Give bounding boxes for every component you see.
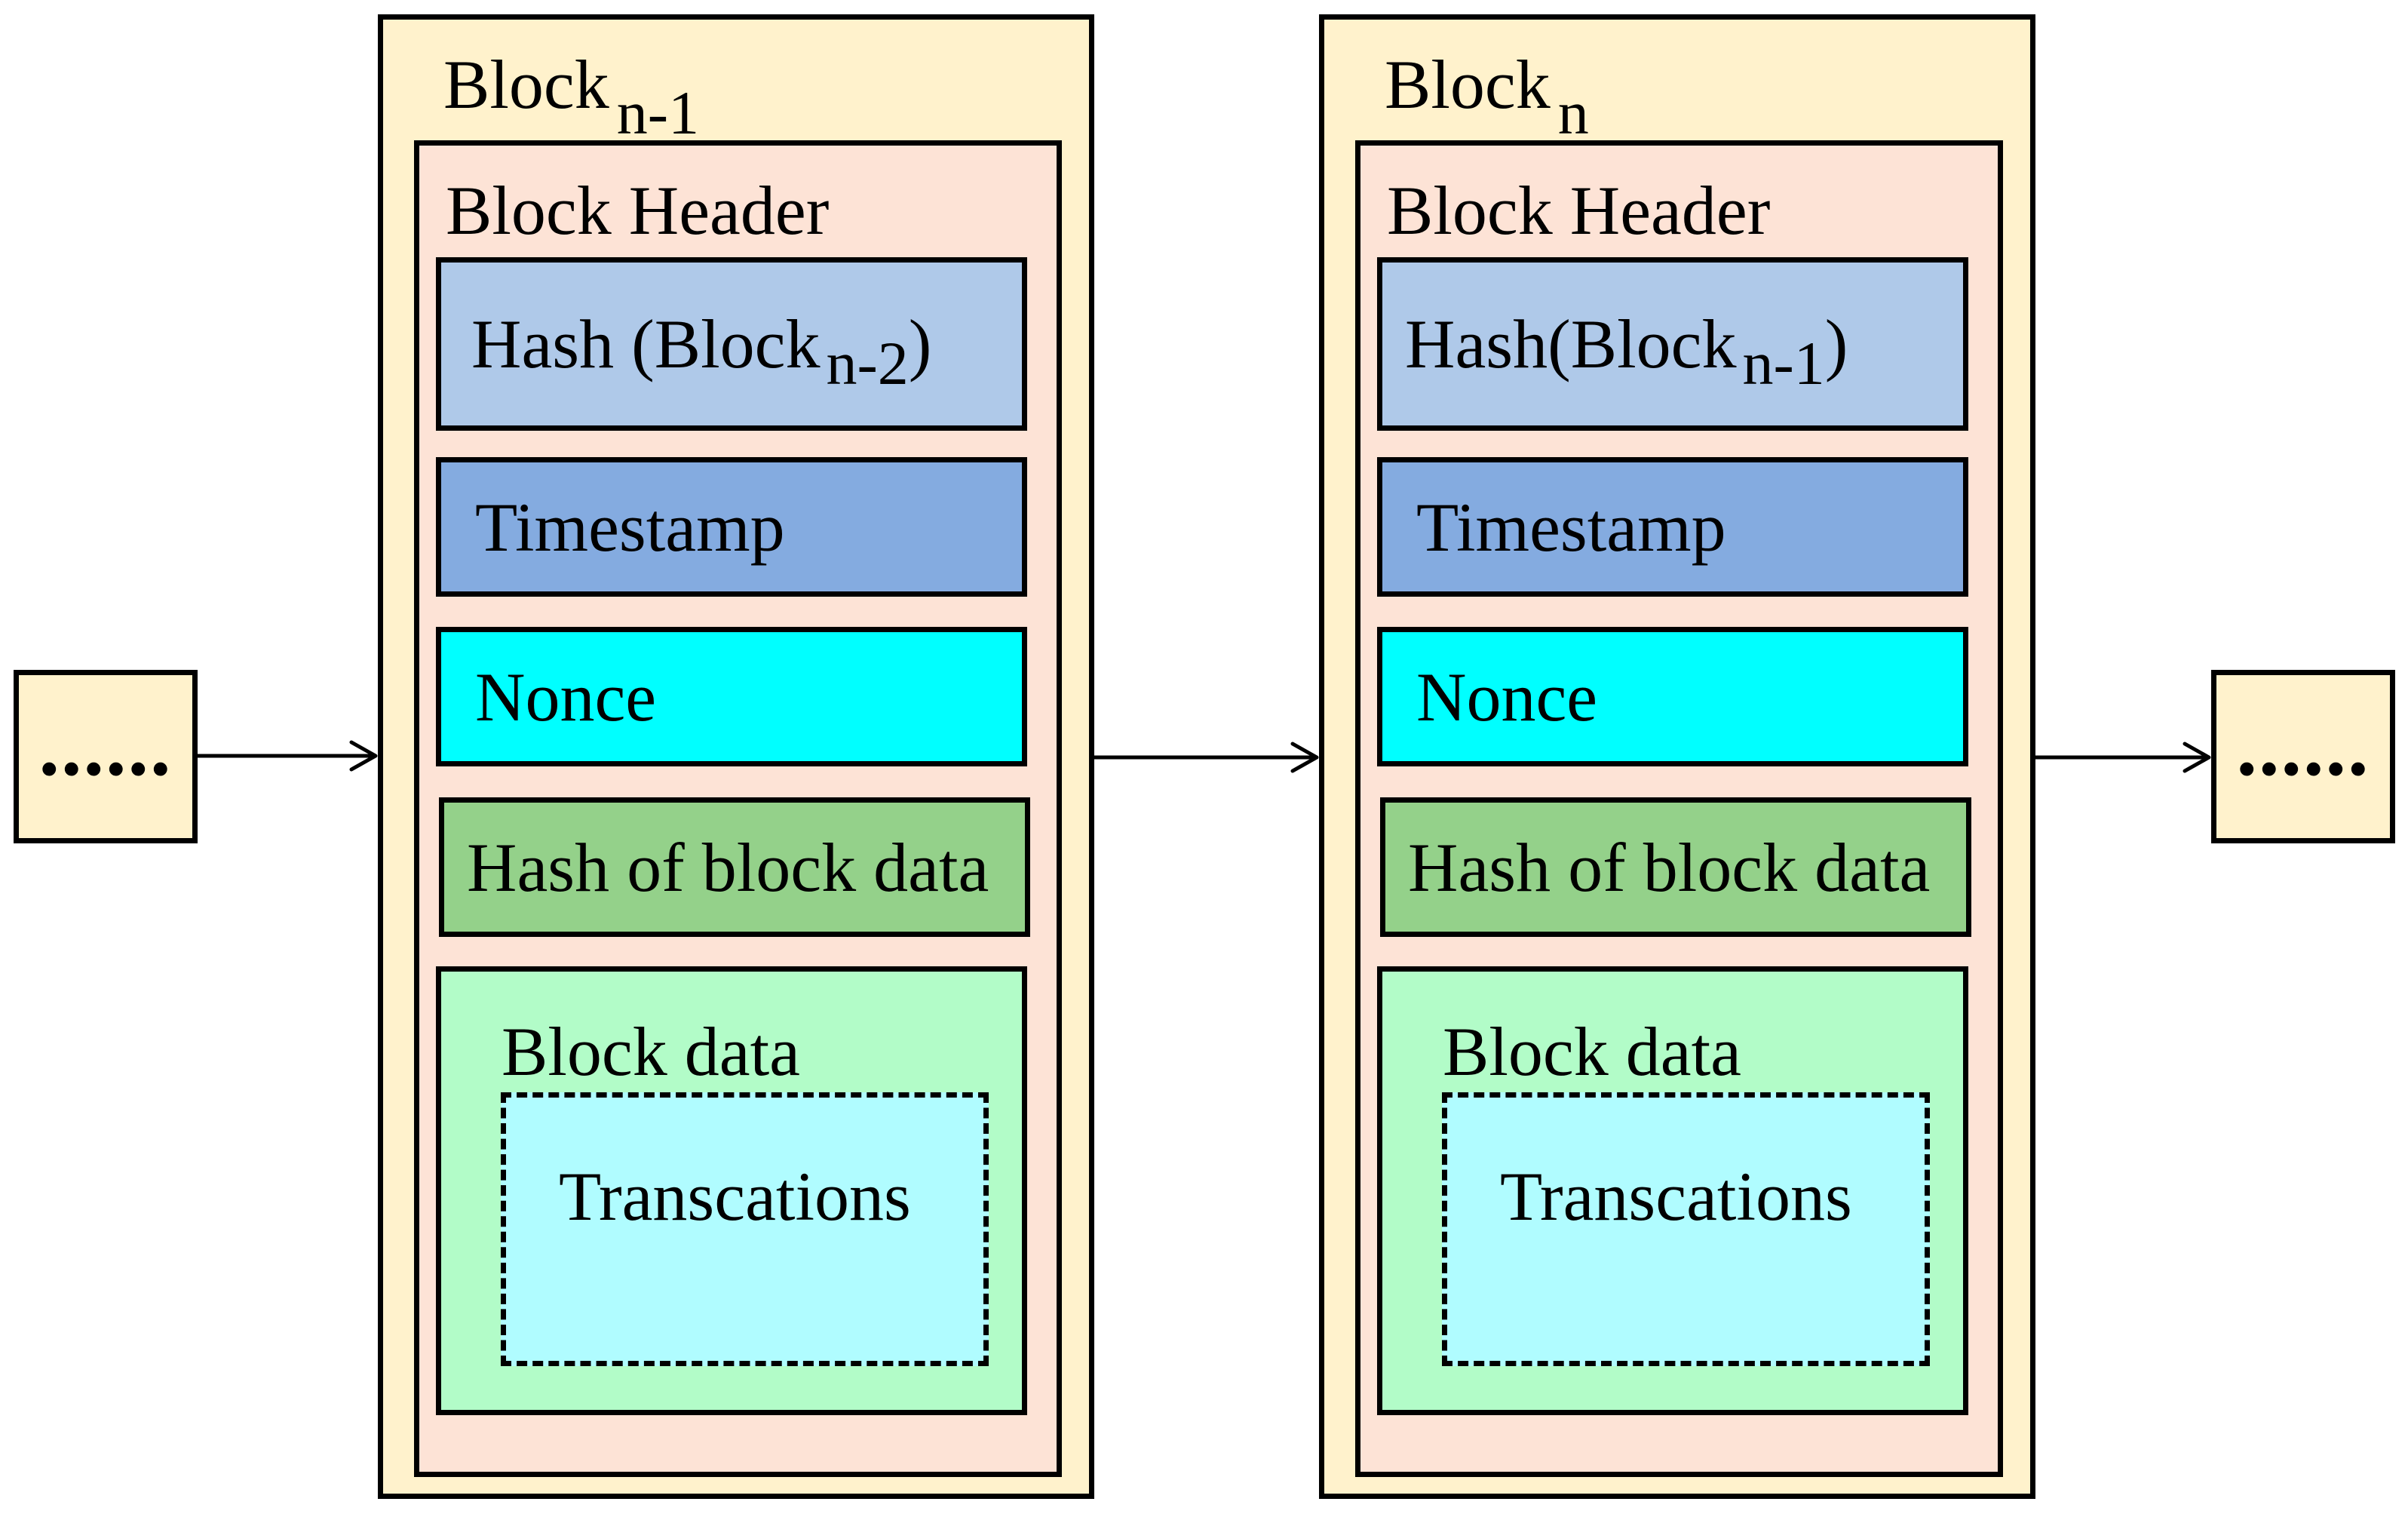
- arrow-block-n-minus-1-to-block-n: [1092, 742, 1319, 773]
- block-title-main: Block: [1385, 46, 1551, 123]
- ellipsis-left: ......: [38, 700, 173, 793]
- block-data-label: Block data: [1443, 1013, 1741, 1090]
- block-title-subscript: n-1: [616, 78, 700, 147]
- hash-label-main: Hash (Block: [471, 306, 821, 382]
- block-data-section: Block data Transcations: [436, 966, 1027, 1415]
- block-data-hash-field: Hash of block data: [1380, 797, 1971, 937]
- block-header-label: Block Header: [1387, 172, 1771, 249]
- transactions-label: Transcations: [1500, 1158, 1852, 1235]
- previous-block-hash-label: Hash (Blockn-2): [471, 306, 932, 395]
- arrow-block-n-to-ellipsis: [2033, 742, 2211, 773]
- transactions-box: Transcations: [1442, 1092, 1930, 1366]
- hash-label-main: Hash(Block: [1405, 306, 1737, 382]
- block-header: Block Header Hash (Blockn-2) Timestamp N…: [414, 140, 1062, 1477]
- timestamp-field: Timestamp: [1377, 457, 1968, 597]
- hash-label-close: ): [1824, 306, 1848, 382]
- block-title-main: Block: [443, 46, 609, 123]
- nonce-label: Nonce: [1416, 658, 1598, 735]
- transactions-box: Transcations: [501, 1092, 989, 1366]
- nonce-field: Nonce: [1377, 627, 1968, 766]
- hash-label-subscript: n-2: [826, 329, 909, 398]
- hash-label-close: ): [908, 306, 932, 382]
- block-header-label: Block Header: [446, 172, 830, 249]
- block-data-label: Block data: [502, 1013, 800, 1090]
- block-data-hash-field: Hash of block data: [439, 797, 1030, 937]
- nonce-label: Nonce: [475, 658, 657, 735]
- timestamp-label: Timestamp: [1416, 488, 1726, 566]
- timestamp-field: Timestamp: [436, 457, 1027, 597]
- timestamp-label: Timestamp: [475, 488, 785, 566]
- block-data-hash-label: Hash of block data: [1408, 828, 1931, 906]
- block-data-section: Block data Transcations: [1377, 966, 1968, 1415]
- previous-blocks-ellipsis-box: ......: [14, 670, 198, 843]
- transactions-label: Transcations: [559, 1158, 911, 1235]
- hash-label-subscript: n-1: [1742, 329, 1825, 398]
- nonce-field: Nonce: [436, 627, 1027, 766]
- block-header: Block Header Hash(Blockn-1) Timestamp No…: [1355, 140, 2003, 1477]
- ellipsis-right: ......: [2236, 700, 2370, 793]
- previous-block-hash-field: Hash (Blockn-2): [436, 257, 1027, 431]
- previous-block-hash-field: Hash(Blockn-1): [1377, 257, 1968, 431]
- next-blocks-ellipsis-box: ......: [2211, 670, 2395, 843]
- arrow-ellipsis-to-block-n-minus-1: [195, 740, 378, 772]
- previous-block-hash-label: Hash(Blockn-1): [1405, 306, 1848, 395]
- block-title-subscript: n: [1557, 78, 1589, 147]
- block-data-hash-label: Hash of block data: [467, 828, 989, 906]
